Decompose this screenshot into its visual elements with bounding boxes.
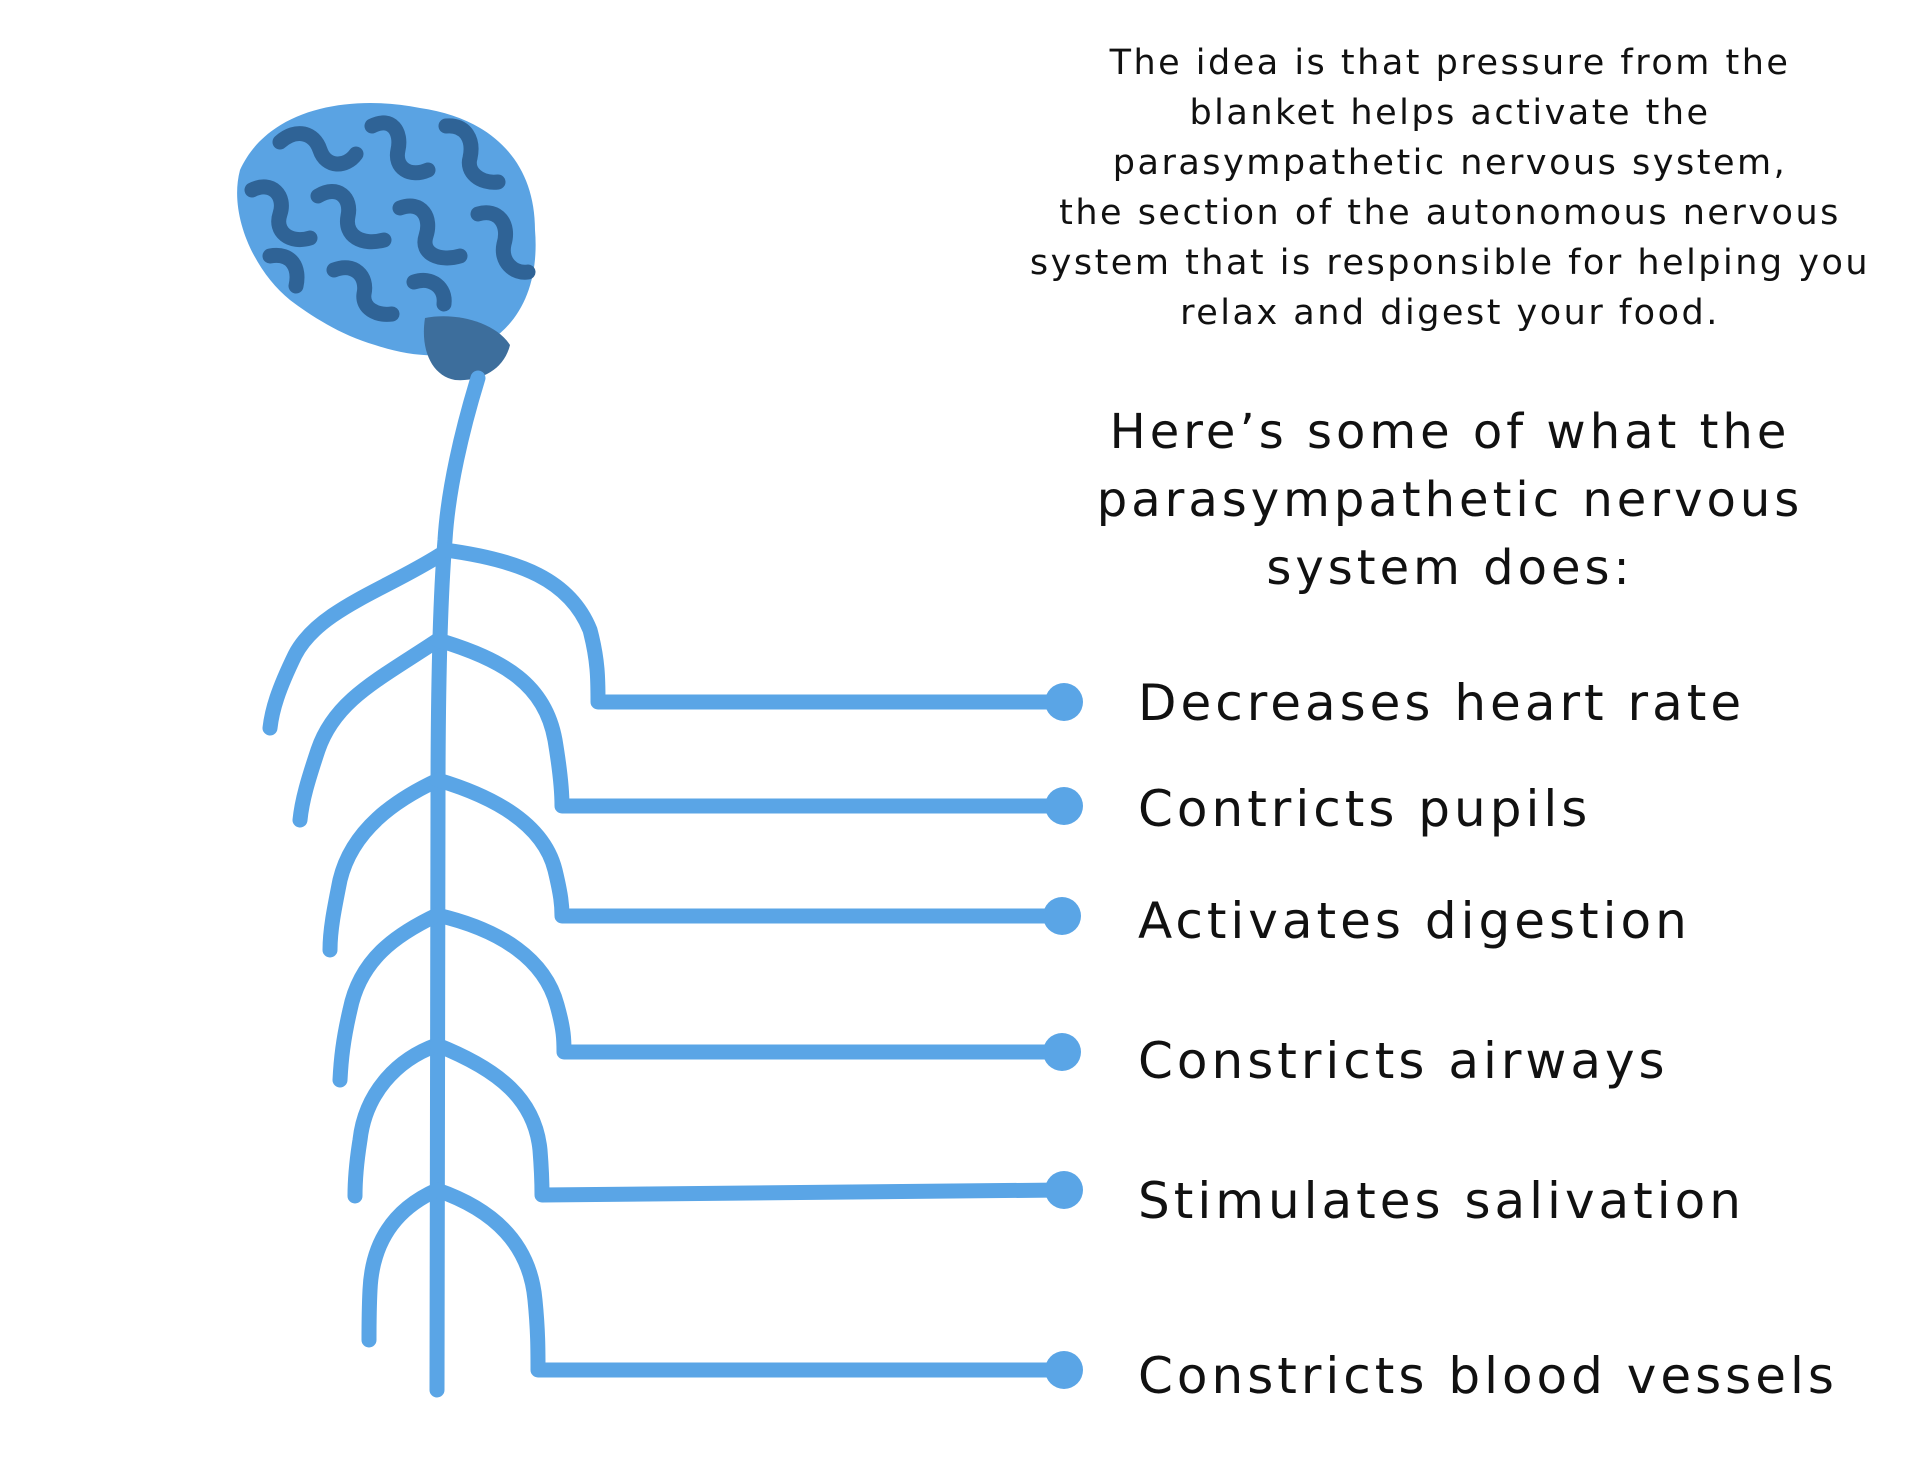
- effect-label-blood-vessels: Constricts blood vessels: [1138, 1347, 1838, 1405]
- left-nerve-branch: [332, 907, 445, 1088]
- nerve-endpoint-dot: [1045, 1351, 1083, 1389]
- nerve-endpoint-dot: [1043, 897, 1081, 935]
- brain-icon: [237, 103, 536, 381]
- intro-paragraph: The idea is that pressure from the blank…: [990, 38, 1910, 338]
- effect-label-pupils: Contricts pupils: [1138, 780, 1592, 838]
- effect-label-digestion: Activates digestion: [1138, 892, 1691, 950]
- nerve-endpoint-dot: [1045, 787, 1083, 825]
- brain-folds: [244, 115, 536, 322]
- right-nerve-branch: [429, 1037, 1070, 1203]
- left-nerve-branch: [262, 547, 448, 736]
- spinal-cord: [429, 370, 486, 1398]
- nerve-endpoint-dot: [1045, 1171, 1083, 1209]
- heading-line-2: parasympathetic nervous: [1096, 472, 1804, 528]
- effect-label-salivation: Stimulates salivation: [1138, 1172, 1745, 1230]
- brain-shape: [237, 103, 536, 356]
- section-heading: Here’s some of what the parasympathetic …: [1020, 398, 1880, 602]
- left-nerve-branch: [322, 772, 446, 958]
- brainstem-shape: [423, 316, 510, 381]
- right-nerve-branch: [430, 772, 1068, 924]
- intro-line-2: blanket helps activate the: [1189, 93, 1711, 133]
- right-nerve-branch: [429, 907, 1068, 1060]
- intro-line-3: parasympathetic nervous system,: [1112, 143, 1788, 183]
- heading-line-3: system does:: [1266, 540, 1634, 596]
- intro-line-5: system that is responsible for helping y…: [1029, 243, 1871, 283]
- intro-line-6: relax and digest your food.: [1180, 293, 1720, 333]
- heading-line-1: Here’s some of what the: [1109, 404, 1791, 460]
- intro-line-1: The idea is that pressure from the: [1109, 43, 1791, 83]
- left-nerve-branch: [347, 1037, 445, 1204]
- left-nerve-branch: [361, 1182, 445, 1348]
- effect-label-heart-rate: Decreases heart rate: [1138, 674, 1746, 732]
- left-nerve-branch: [292, 632, 446, 828]
- nerve-endpoint-dot: [1045, 683, 1083, 721]
- nerve-endpoint-dot: [1043, 1033, 1081, 1071]
- right-nerve-branch: [429, 1182, 1070, 1378]
- right-nerve-branch: [430, 632, 1070, 814]
- nerve-tree: [262, 370, 1083, 1398]
- effect-label-airways: Constricts airways: [1138, 1032, 1669, 1090]
- intro-line-4: the section of the autonomous nervous: [1059, 193, 1841, 233]
- right-nerve-branch: [437, 542, 1070, 710]
